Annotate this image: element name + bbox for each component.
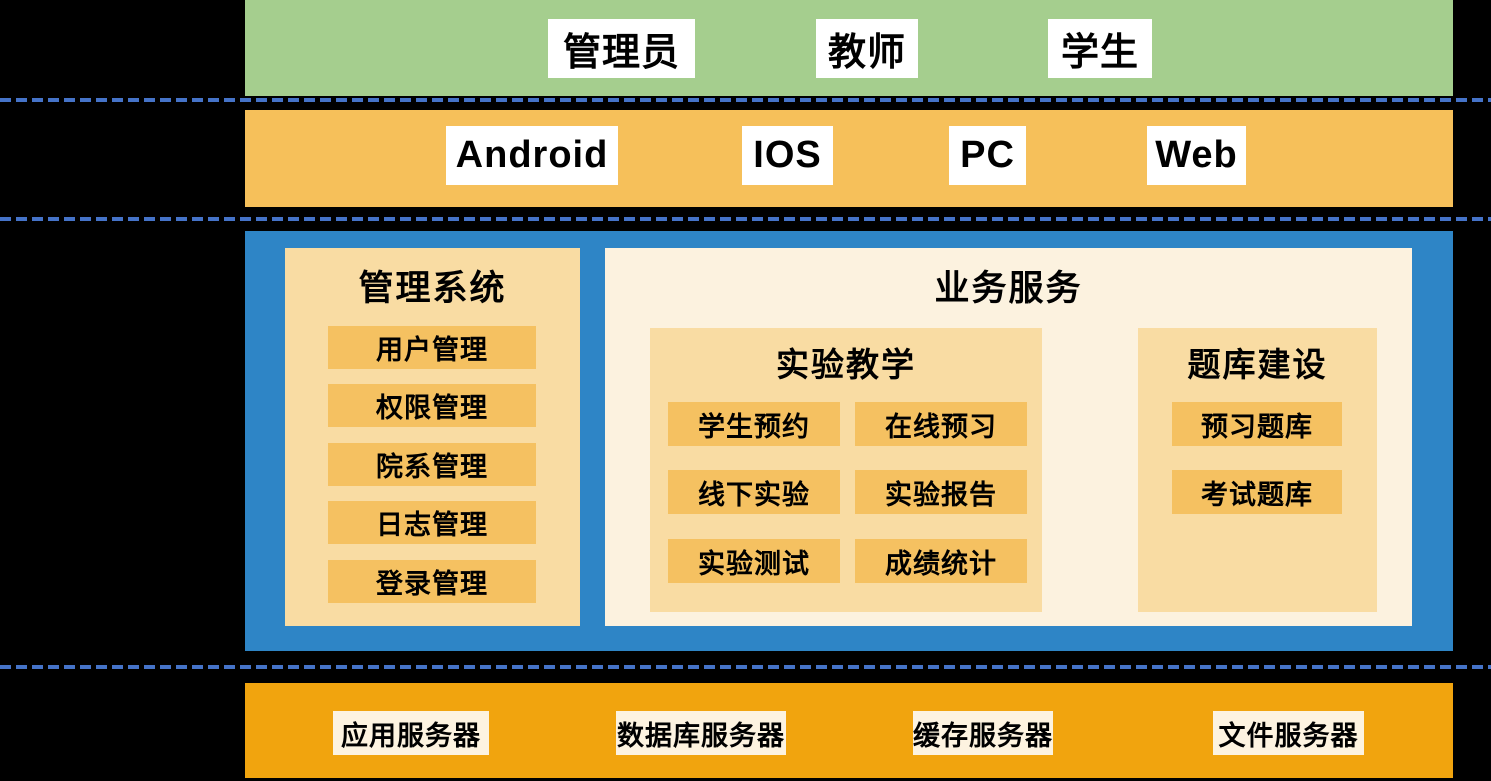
module-experiment-report: 实验报告 (855, 470, 1027, 514)
user-role-student: 学生 (1048, 19, 1152, 78)
servers-layer: 应用服务器 数据库服务器 缓存服务器 文件服务器 (245, 683, 1453, 778)
platform-layer: 管理系统 用户管理 权限管理 院系管理 日志管理 登录管理 业务服务 实验教学 … (245, 231, 1453, 651)
user-role-admin: 管理员 (548, 19, 695, 78)
module-offline-experiment: 线下实验 (668, 470, 840, 514)
module-experiment-test: 实验测试 (668, 539, 840, 583)
management-system-panel: 管理系统 用户管理 权限管理 院系管理 日志管理 登录管理 (285, 248, 580, 626)
experiment-teaching-title: 实验教学 (776, 346, 916, 383)
client-web: Web (1147, 126, 1246, 185)
management-system-title: 管理系统 (358, 269, 507, 308)
module-user-management: 用户管理 (328, 326, 536, 369)
experiment-teaching-panel: 实验教学 学生预约 在线预习 线下实验 实验报告 实验测试 成绩统计 (650, 328, 1042, 612)
clients-layer: Android IOS PC Web (245, 110, 1453, 207)
module-login-management: 登录管理 (328, 560, 536, 603)
client-android: Android (446, 126, 618, 185)
module-online-preview: 在线预习 (855, 402, 1027, 446)
business-services-panel: 业务服务 实验教学 学生预约 在线预习 线下实验 实验报告 实验测试 成绩统计 … (605, 248, 1412, 626)
server-cache: 缓存服务器 (913, 711, 1053, 755)
client-ios: IOS (742, 126, 833, 185)
module-student-booking: 学生预约 (668, 402, 840, 446)
server-file: 文件服务器 (1213, 711, 1364, 755)
module-exam-question-bank: 考试题库 (1172, 470, 1342, 514)
module-preview-question-bank: 预习题库 (1172, 402, 1342, 446)
module-score-statistics: 成绩统计 (855, 539, 1027, 583)
module-permission-management: 权限管理 (328, 384, 536, 427)
server-application: 应用服务器 (333, 711, 489, 755)
module-log-management: 日志管理 (328, 501, 536, 544)
layer-divider-1 (0, 98, 1491, 102)
layer-divider-3 (0, 665, 1491, 669)
module-department-management: 院系管理 (328, 443, 536, 486)
layer-divider-2 (0, 217, 1491, 221)
users-layer: 管理员 教师 学生 (245, 0, 1453, 96)
user-role-teacher: 教师 (816, 19, 918, 78)
question-bank-title: 题库建设 (1187, 346, 1328, 383)
question-bank-panel: 题库建设 预习题库 考试题库 (1138, 328, 1377, 612)
business-services-title: 业务服务 (934, 269, 1083, 308)
server-database: 数据库服务器 (616, 711, 786, 755)
client-pc: PC (949, 126, 1026, 185)
